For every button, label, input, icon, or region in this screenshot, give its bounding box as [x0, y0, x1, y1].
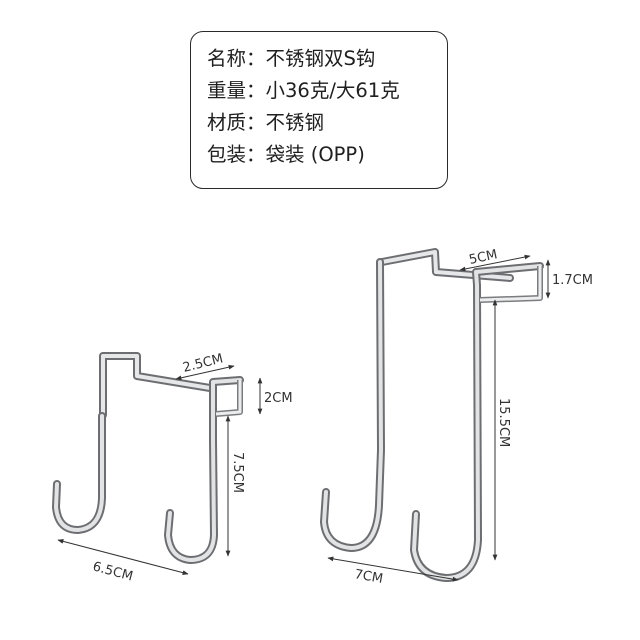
spec-material-row: 材质：不锈钢	[207, 107, 447, 139]
large-width-label: 7CM	[353, 567, 384, 587]
small-hook-image	[51, 352, 244, 564]
spec-package-row: 包装：袋装 (OPP)	[207, 139, 447, 171]
large-top-height-label: 1.7CM	[552, 273, 593, 288]
small-depth-label: 2.5CM	[181, 351, 224, 375]
spec-weight-row: 重量：小36克/大61克	[207, 75, 447, 107]
large-drop-label: 15.5CM	[496, 398, 511, 447]
spec-weight-label: 重量：	[207, 79, 266, 102]
spec-weight-value: 小36克/大61克	[265, 79, 400, 102]
small-width-label: 6.5CM	[91, 559, 134, 584]
small-top-height-label: 2CM	[264, 391, 293, 406]
spec-name-value: 不锈钢双S钩	[265, 47, 376, 70]
large-depth-label: 5CM	[468, 247, 499, 268]
small-drop-label: 7.5CM	[230, 452, 245, 493]
spec-package-value: 袋装 (OPP)	[265, 143, 365, 166]
spec-name-row: 名称：不锈钢双S钩	[207, 43, 447, 75]
spec-name-label: 名称：	[207, 47, 266, 70]
spec-box: 名称：不锈钢双S钩 重量：小36克/大61克 材质：不锈钢 包装：袋装 (OPP…	[190, 31, 448, 189]
spec-package-label: 包装：	[207, 143, 266, 166]
spec-material-value: 不锈钢	[265, 111, 325, 134]
large-hook-dimensions: 5CM 1.7CM 15.5CM 7CM	[327, 247, 593, 587]
spec-material-label: 材质：	[207, 111, 266, 134]
